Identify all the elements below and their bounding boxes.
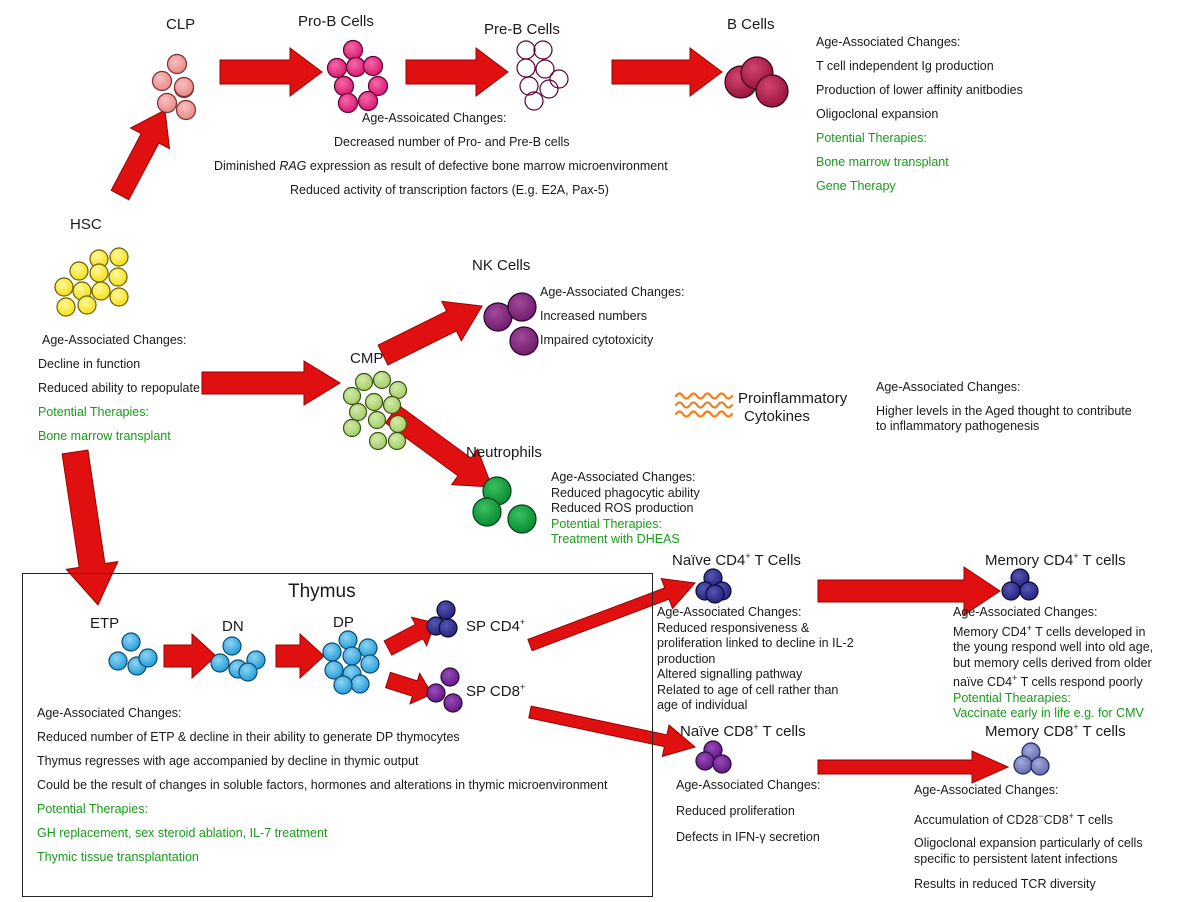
arrow-dp-to-spcd4 <box>383 616 436 656</box>
label-nk-cells: NK Cells <box>472 257 531 274</box>
label-pre-b: Pre-B Cells <box>484 21 560 38</box>
arrow-hsc-to-cmp <box>201 360 341 406</box>
hsc-changes: Age-Associated Changes: Decline in funct… <box>38 333 200 443</box>
arrow-naive-to-memory-cd8 <box>817 750 1010 784</box>
arrow-prob-to-preb <box>405 47 509 97</box>
cmp-cells <box>342 370 408 451</box>
label-neutrophils: Neutrophils <box>466 444 542 461</box>
arrow-hsc-to-clp <box>110 109 171 201</box>
label-memory-cd8: Memory CD8+ T cells <box>985 722 1126 740</box>
label-dp: DP <box>333 614 354 631</box>
dn-cells <box>210 636 266 682</box>
arrow-hsc-to-etp <box>61 449 119 606</box>
label-naive-cd8: Naïve CD8+ T cells <box>680 722 806 740</box>
memory-cd4-changes: Age-Associated Changes: Memory CD4+ T ce… <box>953 605 1154 721</box>
label-b-cells: B Cells <box>727 16 775 33</box>
label-cmp: CMP <box>350 350 384 367</box>
arrow-cmp-to-neutrophil <box>384 404 493 488</box>
naive-cd8-changes: Age-Associated Changes: Reduced prolifer… <box>676 778 821 844</box>
sp-cd4-cells <box>426 600 458 638</box>
naive-cd4-cells <box>695 568 732 604</box>
sp-cd8-cells <box>426 667 463 713</box>
label-etp: ETP <box>90 615 120 632</box>
thymus-title: Thymus <box>288 581 356 602</box>
memory-cd8-changes: Age-Associated Changes: Accumulation of … <box>914 783 1143 892</box>
b-development-changes: Age-Assoicated Changes: Decreased number… <box>214 111 668 197</box>
dp-cells <box>322 630 380 695</box>
neutrophil-cells <box>472 476 537 534</box>
bcell-changes: Age-Associated Changes: T cell independe… <box>816 35 1023 193</box>
pre-b-cells <box>516 40 569 111</box>
arrow-spcd8-to-naive-cd8 <box>528 705 697 758</box>
naive-cd4-changes: Age-Associated Changes: Reduced responsi… <box>657 605 854 712</box>
cytokine-wave-icon <box>674 392 734 418</box>
pro-b-cells <box>326 39 389 114</box>
nk-cells <box>483 292 539 356</box>
b-cells <box>724 56 789 108</box>
label-pro-b: Pro-B Cells <box>298 13 374 30</box>
memory-cd8-cells <box>1013 742 1050 776</box>
nk-changes: Age-Associated Changes: Increased number… <box>540 285 685 347</box>
hsc-cells <box>54 247 129 317</box>
label-dn: DN <box>222 618 244 635</box>
label-clp: CLP <box>166 16 196 33</box>
label-sp-cd8: SP CD8+ <box>466 682 526 700</box>
label-naive-cd4: Naïve CD4+ T Cells <box>672 551 801 569</box>
naive-cd8-cells <box>695 740 732 774</box>
memory-cd4-cells <box>1001 568 1039 601</box>
arrow-naive-to-memory-cd4 <box>817 566 1001 616</box>
thymus-changes: Age-Associated Changes: Reduced number o… <box>37 706 608 864</box>
label-hsc: HSC <box>70 216 102 233</box>
arrow-clp-to-prob <box>219 47 323 97</box>
arrow-spcd4-to-naive-cd4 <box>527 577 696 652</box>
thymus-box <box>22 573 653 897</box>
label-memory-cd4: Memory CD4+ T cells <box>985 551 1126 569</box>
arrow-etp-to-dn <box>163 632 217 680</box>
arrow-dp-to-spcd8 <box>384 671 433 705</box>
arrow-dn-to-dp <box>275 632 325 680</box>
cytokine-changes: Age-Associated Changes: Higher levels in… <box>876 380 1132 433</box>
neutrophil-changes: Age-Associated Changes: Reduced phagocyt… <box>551 470 700 546</box>
label-sp-cd4: SP CD4+ <box>466 617 526 635</box>
etp-cells <box>108 632 158 676</box>
arrow-cmp-to-nk <box>377 300 483 366</box>
arrow-preb-to-bcell <box>611 47 723 97</box>
clp-cells <box>151 53 197 121</box>
